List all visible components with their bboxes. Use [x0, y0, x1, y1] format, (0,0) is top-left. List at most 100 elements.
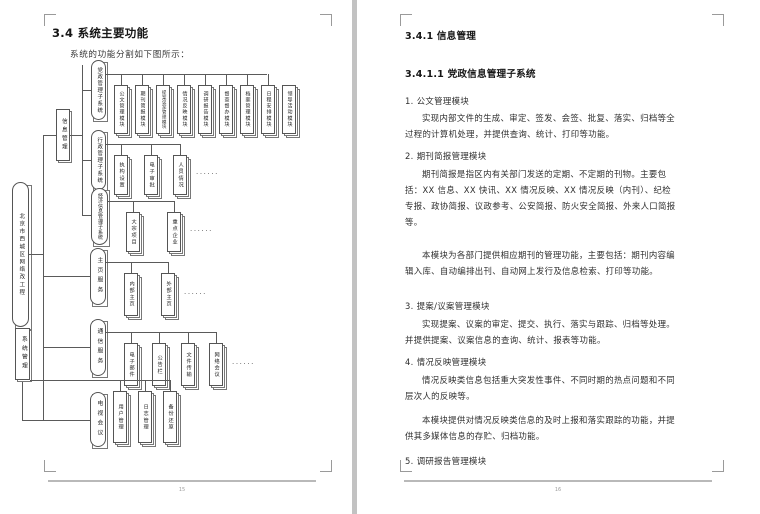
connector: [82, 65, 84, 215]
list-item: 2. 期刊简报管理模块: [405, 151, 487, 161]
connector: [106, 332, 216, 334]
module-label: 执构设置: [114, 155, 128, 195]
crop-mark-top-right: [712, 14, 724, 26]
crop-mark-top-left: [44, 14, 56, 26]
connector: [159, 332, 161, 343]
module-label: 督查督办模块: [219, 85, 233, 134]
module-label: 用户管理: [113, 391, 127, 443]
connector: [226, 74, 228, 85]
connector: [133, 201, 135, 212]
connector: [121, 144, 123, 155]
connector: [184, 74, 186, 85]
module-label: 重点企业: [167, 212, 181, 252]
connector: [188, 332, 190, 343]
connector: [43, 347, 90, 349]
module-label: 电子审批: [144, 155, 158, 195]
connector: [247, 74, 249, 85]
connector: [163, 74, 165, 85]
branch-label-info-management: 信息管理: [56, 109, 70, 161]
connector: [145, 380, 147, 391]
module-label: 外部主页: [161, 273, 175, 316]
right-page: 3.4.1 信息管理 3.4.1.1 党政信息管理子系统 1. 公文管理模块 实…: [360, 0, 760, 514]
module-label: 公告栏: [152, 343, 166, 386]
page-number: 15: [178, 487, 186, 493]
module-label: 档案管理模块: [240, 85, 254, 134]
heading-3-4-1-1: 3.4.1.1 党政信息管理子系统: [405, 69, 536, 80]
subsystem-label-admin: 行政管理子系统: [91, 130, 106, 190]
page-number: 16: [554, 487, 562, 493]
list-item: 5. 调研报告管理模块: [405, 456, 487, 466]
connector: [29, 254, 43, 256]
branch-label-system-management: 系统管理: [15, 328, 30, 380]
module-label: 公文管理模块: [114, 85, 128, 134]
connector: [142, 74, 144, 85]
connector: [131, 262, 133, 273]
left-page: 3.4 系统主要功能 系统的功能分割如下图所示： 北京市西城区网络改工程 信息管…: [0, 0, 350, 514]
connector: [70, 135, 82, 137]
module-label: 领导活动模块: [282, 85, 296, 134]
branch-label-video-conference: 电视会议: [90, 392, 106, 447]
module-label: 情况反映模块: [177, 85, 191, 134]
connector: [174, 201, 176, 212]
connector: [43, 420, 90, 422]
crop-mark-top-right: [320, 14, 332, 26]
subsystem-label-economic: 经济信息管理子系统: [91, 188, 108, 245]
ellipsis-marker: ······: [232, 360, 255, 368]
paragraph: 本模块提供对情况反映类信息的及时上报和落实跟踪的功能，并提供其多媒体信息的存贮、…: [405, 415, 676, 442]
list-item: 1. 公文管理模块: [405, 96, 470, 106]
connector: [205, 74, 207, 85]
module-label: 日程安排模块: [261, 85, 275, 134]
list-item: 3. 提案/议案管理模块: [405, 301, 490, 311]
connector: [106, 74, 267, 76]
paragraph: 实现内部文件的生成、审定、签发、会签、批复、落实、归档等全过程的计算机处理，并提…: [405, 113, 676, 140]
crop-mark-bottom-left: [44, 460, 56, 472]
connector: [106, 262, 168, 264]
lead-paragraph: 系统的功能分割如下图所示：: [70, 50, 190, 60]
connector: [30, 380, 170, 382]
connector: [216, 332, 218, 343]
paragraph: 实现提案、议案的审定、提交、执行、落实与跟踪、归档等处理。并提供提案、议案信息的…: [405, 319, 676, 346]
subsystem-label-party-gov: 党政管理子系统: [91, 60, 106, 120]
page-gutter: [350, 0, 360, 514]
connector: [82, 160, 91, 162]
crop-mark-bottom-right: [320, 460, 332, 472]
crop-mark-bottom-left: [400, 460, 412, 472]
module-label: 大宗项目: [126, 212, 140, 252]
connector: [108, 201, 174, 203]
connector: [268, 74, 270, 85]
connector: [43, 276, 90, 278]
module-label: 文件传输: [181, 343, 195, 386]
branch-label-homepage-service: 主页服务: [90, 248, 106, 305]
branch-label-communication-service: 通信服务: [90, 319, 106, 376]
heading-3-4-1: 3.4.1 信息管理: [405, 31, 477, 42]
connector: [131, 332, 133, 343]
connector: [43, 135, 45, 420]
connector: [120, 380, 122, 391]
connector: [151, 144, 153, 155]
footer-rule: [48, 480, 316, 482]
functional-hierarchy-diagram: 北京市西城区网络改工程 信息管理 党政管理子系统: [0, 60, 350, 460]
ellipsis-marker: ······: [184, 290, 207, 298]
crop-mark-bottom-right: [712, 460, 724, 472]
paragraph: 情况反映类信息包括重大突发性事件、不同时期的热点问题和不同层次人的反映等。: [405, 375, 676, 402]
connector: [180, 144, 182, 155]
module-label: 备份还原: [163, 391, 177, 443]
connector: [22, 380, 24, 420]
connector: [82, 215, 91, 217]
ellipsis-marker: ······: [196, 170, 219, 178]
module-label: 日志管理: [138, 391, 152, 443]
root-node-label: 北京市西城区网络改工程: [12, 182, 29, 327]
page-heading-section: 3.4 系统主要功能: [52, 26, 149, 40]
module-label: 调研报告模块: [198, 85, 212, 134]
connector: [121, 74, 123, 85]
connector: [168, 262, 170, 273]
module-label: 人员情况: [173, 155, 187, 195]
connector: [43, 135, 56, 137]
paragraph: 本模块为各部门提供相应期刊的管理功能，主要包括：期刊内容编辑入库、自动编排出刊、…: [405, 250, 676, 277]
connector: [82, 90, 91, 92]
module-label: 电子邮件: [124, 343, 138, 386]
connector: [170, 380, 172, 391]
module-label: 内部主页: [124, 273, 138, 316]
ellipsis-marker: ······: [190, 227, 213, 235]
